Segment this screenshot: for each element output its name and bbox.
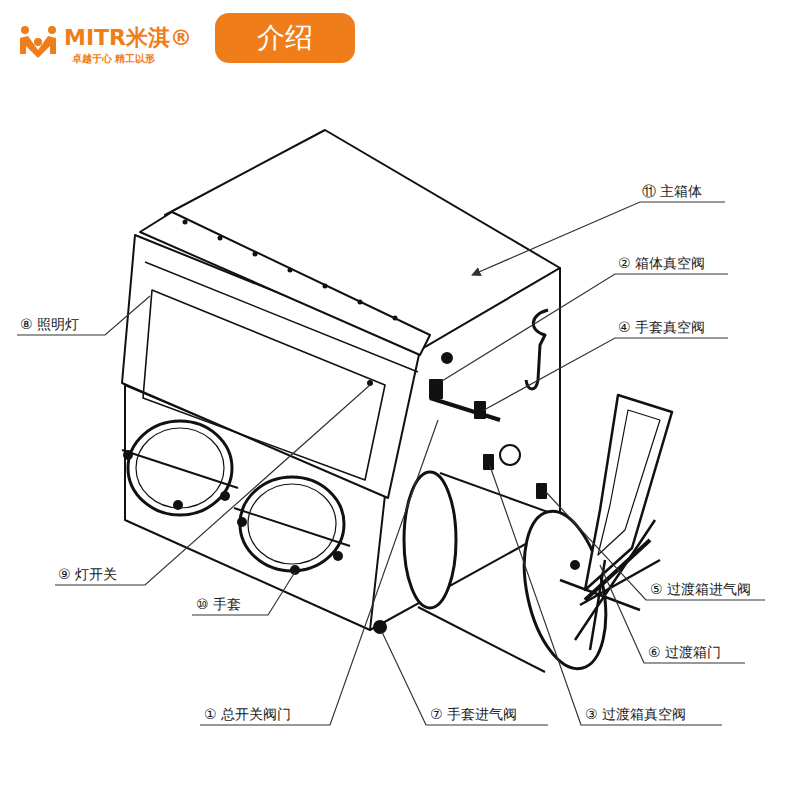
tab-badge: 介绍 [215,13,355,63]
callout-label: ⑩ 手套 [196,595,241,613]
callout-label: ⑪ 主箱体 [642,182,702,200]
callout-label: ⑥ 过渡箱门 [648,643,721,661]
callout-label: ④ 手套真空阀 [618,318,705,336]
brand-slogan: 卓越于心 精工以形 [72,52,155,65]
glovebox-drawing [122,130,672,676]
logo-icon [20,26,56,58]
callout-label: ⑦ 手套进气阀 [430,705,517,723]
brand-name: MITR米淇® [64,24,192,52]
callout-label: ② 箱体真空阀 [618,254,705,272]
callout-label: ⑨ 灯开关 [58,565,117,583]
tab-title: 介绍 [257,21,313,55]
leader-lines [17,202,765,725]
callout-label: ① 总开关阀门 [204,705,291,723]
callout-label: ⑧ 照明灯 [20,315,79,333]
callout-label: ③ 过渡箱真空阀 [585,705,686,723]
callout-label: ⑤ 过渡箱进气阀 [650,580,751,598]
